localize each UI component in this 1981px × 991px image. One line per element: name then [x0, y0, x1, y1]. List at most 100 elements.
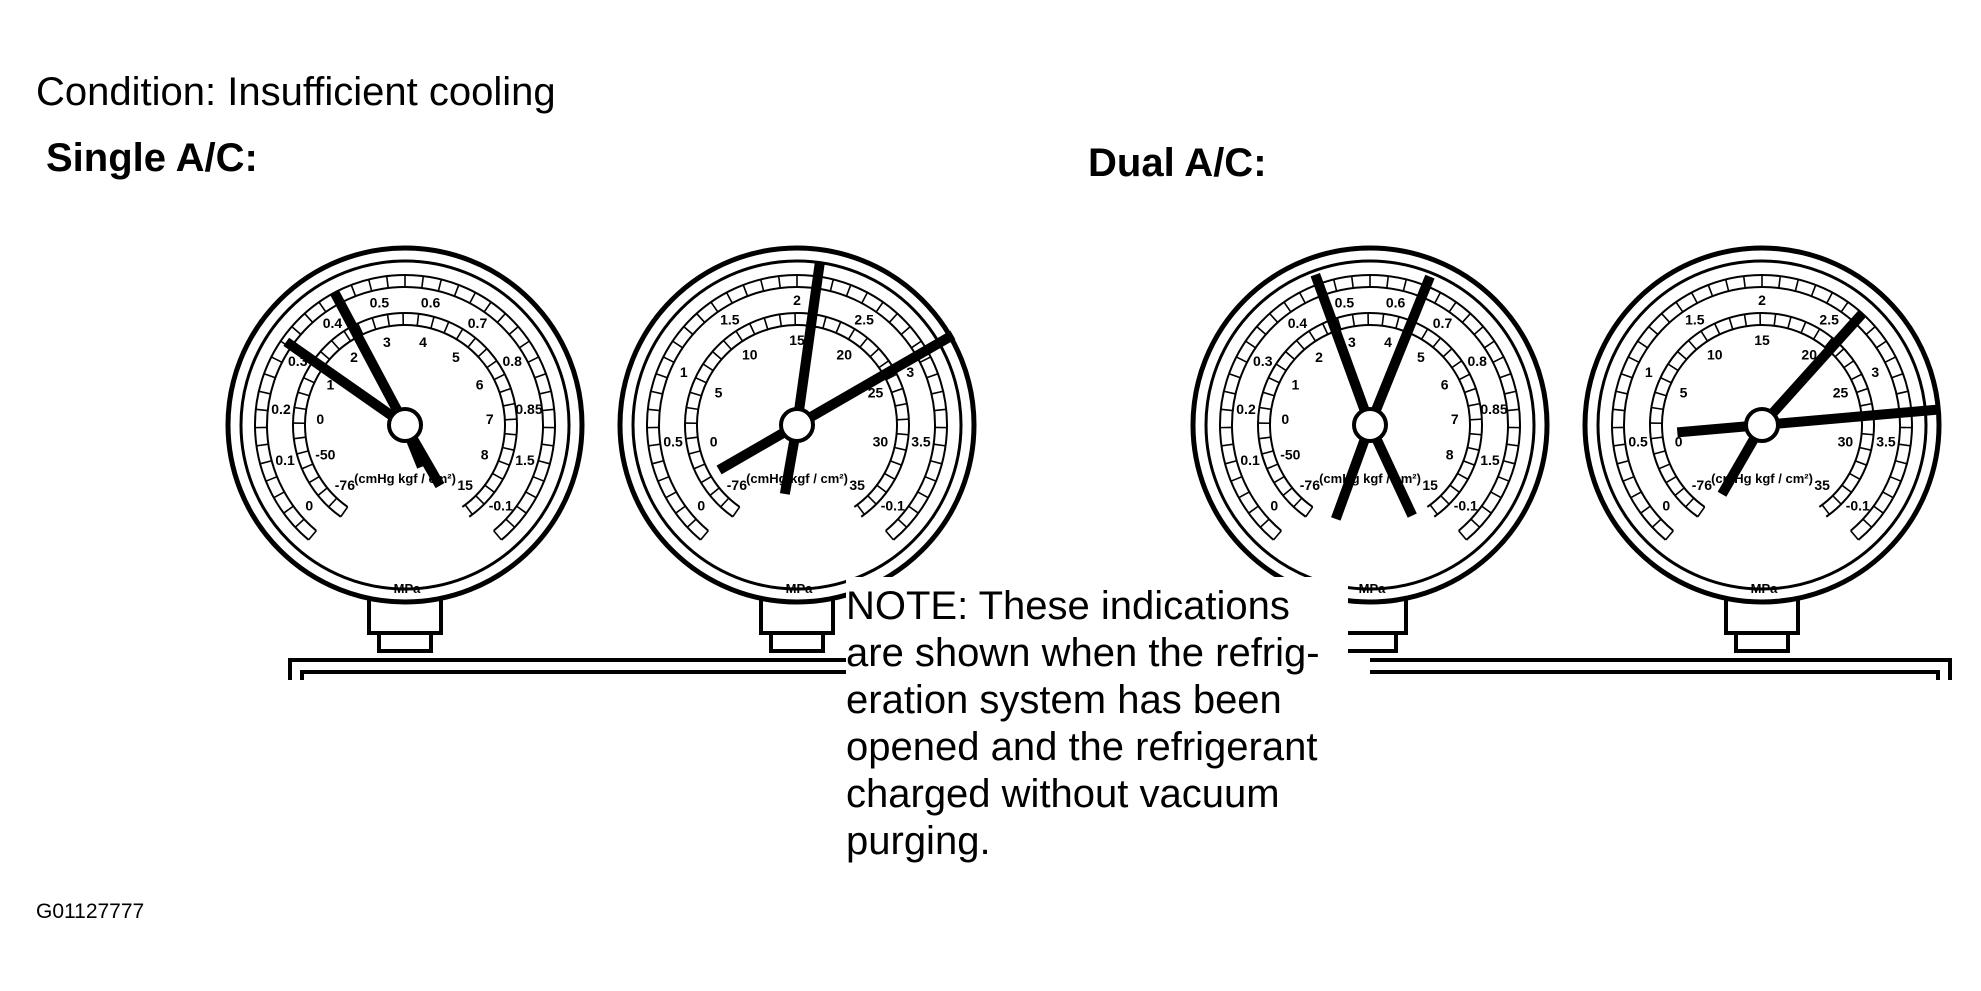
- note-box: NOTE: These indications are shown when t…: [846, 577, 1348, 865]
- outer-scale-tick: [1402, 279, 1408, 292]
- inner-scale-tick: [1812, 328, 1821, 340]
- inner-scale-tick: [1841, 484, 1852, 494]
- inner-scale-tick: [1800, 321, 1807, 334]
- outer-scale-tick: [1661, 312, 1671, 323]
- inner-scale-tick: [343, 330, 352, 342]
- inner-scale-tick: [835, 321, 842, 334]
- gauge-needle: [1310, 272, 1375, 427]
- outer-scale-tick: [655, 372, 668, 379]
- outer-scale-tick: [496, 312, 506, 323]
- outer-scale-label: -0.1: [881, 497, 905, 513]
- inner-scale-label: 1: [326, 376, 334, 392]
- outer-scale-tick: [885, 530, 895, 541]
- outer-scale-tick: [367, 279, 373, 292]
- outer-scale-tick: [1461, 312, 1471, 323]
- outer-scale-label: 0: [305, 497, 313, 513]
- inner-scale-label: 5: [1680, 384, 1688, 400]
- inner-scale-tick: [1467, 446, 1480, 451]
- inner-scale-tick: [895, 402, 908, 407]
- inner-scale-label: 35: [849, 477, 865, 493]
- note-line: purging.: [846, 819, 991, 863]
- outer-scale-label: -0.1: [489, 497, 513, 513]
- outer-scale-label: 0.85: [1480, 401, 1507, 417]
- gauge-dual-high: 00.511.522.533.5-0.1-7605101520253035(cm…: [1582, 245, 1942, 653]
- inner-scale-tick: [1468, 402, 1481, 407]
- outer-scale-label: 0.7: [1433, 315, 1453, 331]
- outer-scale-tick: [527, 356, 540, 364]
- inner-scale-tick: [890, 460, 902, 466]
- outer-scale-label: -0.1: [1846, 497, 1870, 513]
- inner-scale-tick: [867, 495, 877, 505]
- outer-scale-label: 1: [680, 364, 688, 380]
- inner-scale-tick: [1660, 376, 1672, 384]
- inner-scale-tick: [1856, 387, 1869, 394]
- inner-scale-tick: [1266, 463, 1279, 470]
- inner-scale-label: 4: [1384, 334, 1392, 350]
- inner-scale-tick: [486, 360, 498, 369]
- inner-scale-tick: [1821, 504, 1831, 515]
- inner-scale-arc: [684, 312, 910, 518]
- gauge-mpa-label: MPa: [1751, 581, 1779, 596]
- inner-scale-tick: [894, 446, 907, 451]
- inner-scale-tick: [695, 376, 707, 384]
- outer-scale-tick: [1223, 390, 1236, 395]
- outer-scale-tick: [483, 301, 492, 313]
- outer-scale-tick: [1350, 276, 1354, 289]
- outer-scale-tick: [699, 530, 709, 541]
- outer-scale-tick: [919, 356, 932, 364]
- inner-scale-label: 2: [1315, 349, 1323, 365]
- outer-scale-label: 1: [1645, 364, 1653, 380]
- outer-scale-tick: [1272, 530, 1282, 541]
- outer-scale-label: 0.8: [503, 353, 523, 369]
- inner-scale-arc: [292, 312, 518, 518]
- outer-scale-tick: [1221, 443, 1234, 447]
- inner-scale-tick: [498, 460, 510, 466]
- inner-scale-label: 8: [481, 447, 489, 463]
- gauge-mpa-label: MPa: [786, 581, 814, 596]
- outer-scale-tick: [1504, 390, 1517, 395]
- outer-scale-tick: [1248, 505, 1259, 514]
- outer-scale-tick: [1490, 491, 1502, 499]
- inner-scale-arc: [1661, 324, 1863, 508]
- outer-scale-tick: [283, 505, 294, 514]
- inner-scale-tick: [702, 363, 714, 372]
- inner-scale-tick: [1849, 472, 1861, 480]
- inner-scale-tick: [303, 376, 315, 384]
- gauge-fitting: [367, 595, 443, 635]
- inner-scale-label: 10: [742, 346, 758, 362]
- note-line: charged without vacuum: [846, 772, 1280, 816]
- inner-scale-tick: [1674, 487, 1685, 497]
- outer-scale-tick: [651, 459, 664, 465]
- note-line: NOTE: These indications: [846, 584, 1290, 628]
- outer-scale-tick: [518, 340, 530, 349]
- outer-scale-tick: [1481, 505, 1492, 514]
- outer-scale-tick: [1298, 292, 1306, 304]
- inner-scale-label: 2: [350, 349, 358, 365]
- inner-scale-label: 30: [873, 434, 889, 450]
- gauge-needle: [792, 260, 825, 426]
- outer-scale-label: 2.5: [1819, 312, 1839, 328]
- inner-scale-label: -76: [727, 477, 747, 493]
- outer-scale-tick: [273, 491, 285, 499]
- outer-scale-tick: [934, 408, 947, 412]
- inner-scale-tick: [1773, 313, 1777, 326]
- outer-scale-tick: [1499, 372, 1512, 379]
- inner-scale-tick: [1834, 348, 1845, 358]
- outer-scale-tick: [683, 325, 694, 336]
- inner-scale-tick: [296, 450, 309, 455]
- outer-scale-tick: [421, 276, 425, 289]
- outer-scale-tick: [469, 292, 477, 304]
- inner-scale-tick: [778, 314, 783, 327]
- inner-scale-tick: [1667, 363, 1679, 372]
- inner-scale-label: 0: [710, 434, 718, 450]
- inner-scale-tick: [1676, 350, 1688, 360]
- inner-scale-label: 5: [1417, 349, 1425, 365]
- gauge-stem: [769, 631, 825, 653]
- inner-scale-tick: [1457, 472, 1469, 480]
- inner-scale-tick: [467, 337, 477, 348]
- outer-scale-tick: [453, 284, 460, 297]
- outer-scale-tick: [1507, 408, 1520, 412]
- inner-scale-tick: [896, 418, 909, 421]
- inner-scale-tick: [685, 436, 698, 440]
- outer-scale-tick: [1492, 356, 1505, 364]
